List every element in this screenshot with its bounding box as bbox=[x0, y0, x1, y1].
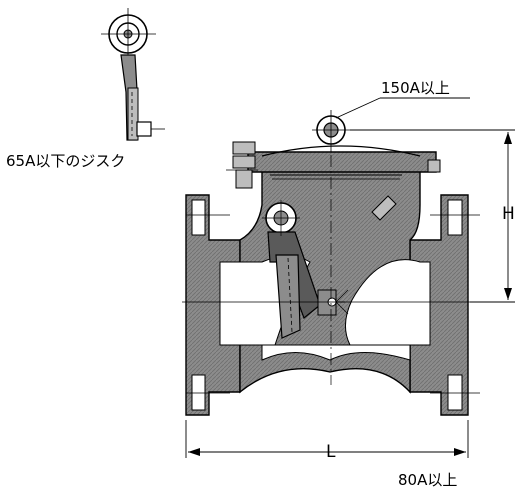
disc-nut bbox=[136, 121, 152, 137]
top-handle-detail bbox=[312, 97, 470, 160]
right-flange-bolt-top bbox=[447, 199, 463, 236]
left-flange-bolt-bottom bbox=[191, 374, 206, 411]
cover-bolt-right bbox=[427, 159, 441, 173]
right-flange bbox=[409, 194, 469, 416]
small-disc-detail bbox=[101, 8, 165, 141]
dimension-lines bbox=[185, 129, 515, 458]
disc-face bbox=[127, 87, 139, 141]
right-flange-bolt-bottom bbox=[447, 374, 463, 411]
label-leader-150 bbox=[335, 97, 381, 119]
cover-arc bbox=[261, 145, 421, 157]
left-flange-bolt-top bbox=[191, 199, 206, 236]
center-lines bbox=[182, 155, 505, 394]
valve-body bbox=[185, 141, 469, 416]
size-note-label: 80A以上 bbox=[398, 471, 458, 489]
small-disc-label: 65A以下のジスク bbox=[6, 152, 126, 170]
disc-nut-assembly bbox=[317, 289, 337, 316]
height-dimension-label: H bbox=[502, 204, 515, 224]
lower-cavity bbox=[261, 344, 411, 361]
disc-body bbox=[275, 254, 301, 339]
length-dimension-label: L bbox=[326, 442, 336, 462]
bonnet-cover bbox=[247, 151, 437, 173]
cover-bolt-left bbox=[232, 141, 256, 189]
drain-plug bbox=[371, 195, 397, 221]
large-handle-label: 150A以上 bbox=[381, 79, 450, 97]
